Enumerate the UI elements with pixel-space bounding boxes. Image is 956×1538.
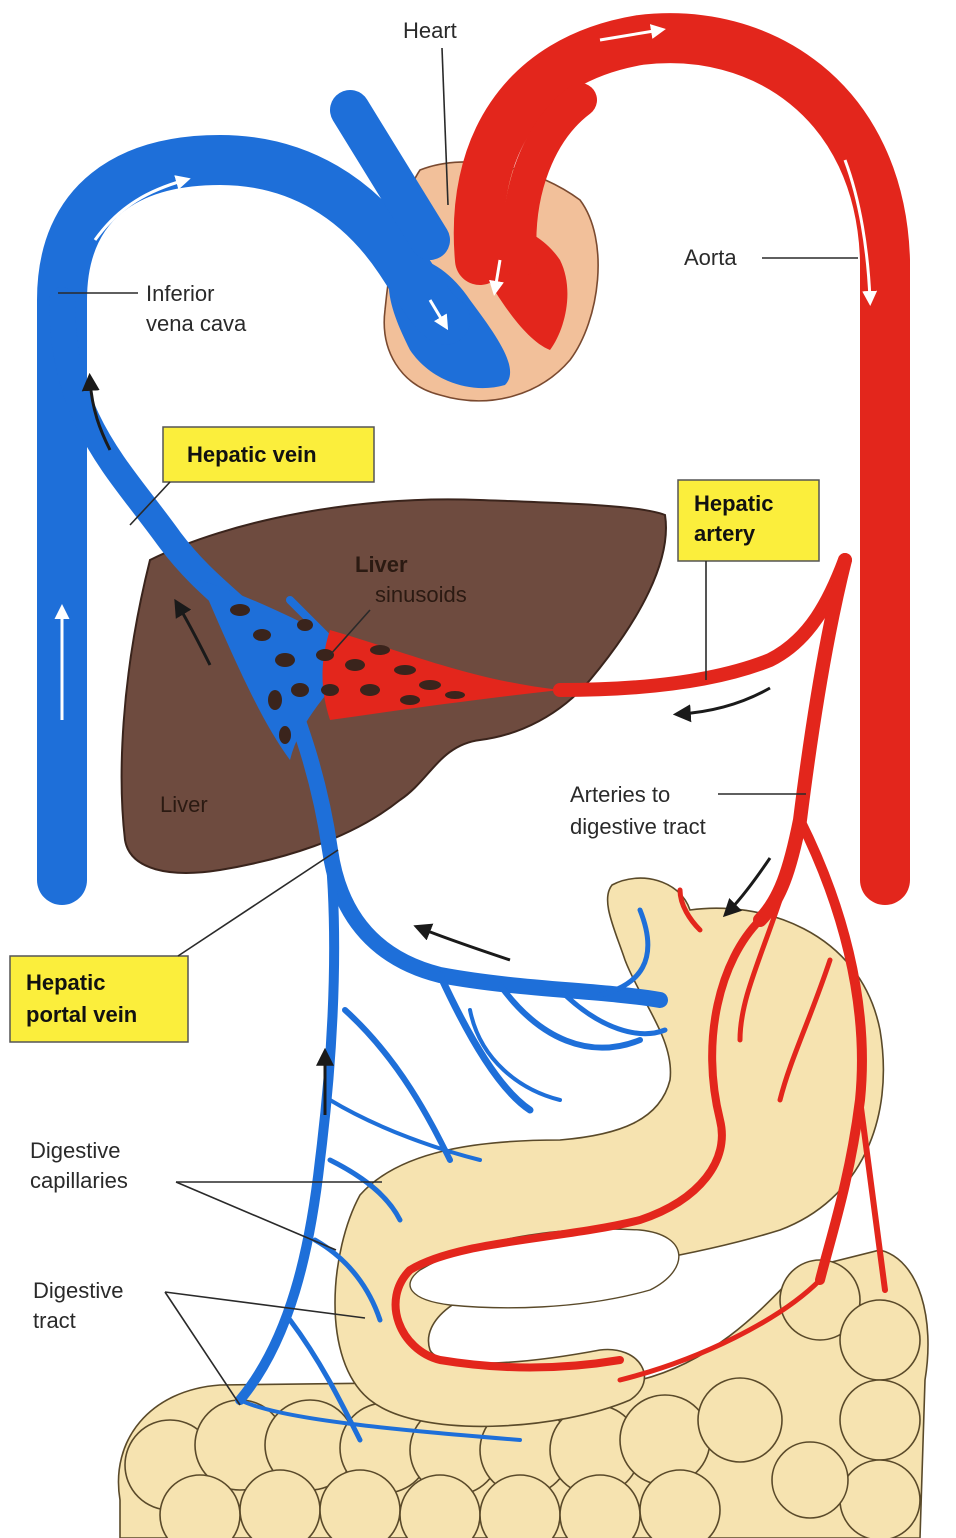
inferior-vena-cava-label-line2: vena cava (146, 311, 247, 336)
hepatic-portal-vein-label-line2: portal vein (26, 1002, 137, 1027)
aorta-label: Aorta (684, 245, 737, 270)
digestive-capillaries-label: Digestive capillaries (30, 1138, 128, 1193)
digestive-tract-label-line1: Digestive (33, 1278, 123, 1303)
liver-sinusoids-label-line2: sinusoids (375, 582, 467, 607)
hepatic-vein-label: Hepatic vein (187, 442, 317, 467)
inferior-vena-cava-label: Inferior vena cava (146, 281, 247, 336)
digestive-tract-label: Digestive tract (33, 1278, 130, 1333)
hepatic-artery-callout: Hepatic artery (678, 480, 819, 680)
digestive-tract-label-line2: tract (33, 1308, 76, 1333)
digestive-capillaries-label-line2: capillaries (30, 1168, 128, 1193)
digestive-capillaries-label-line1: Digestive (30, 1138, 120, 1163)
digestive-tract (118, 878, 928, 1538)
arteries-to-digestive-tract (760, 560, 845, 920)
inferior-vena-cava-label-line1: Inferior (146, 281, 214, 306)
arteries-to-digestive-tract-label: Arteries to digestive tract (570, 782, 706, 839)
arteries-label-line1: Arteries to (570, 782, 670, 807)
hepatic-artery-label-line1: Hepatic (694, 491, 773, 516)
hepatic-artery-label-line2: artery (694, 521, 756, 546)
liver-sinusoids-label-line1: Liver (355, 552, 408, 577)
heart-label: Heart (403, 18, 457, 43)
arteries-label-line2: digestive tract (570, 814, 706, 839)
liver-label: Liver (160, 792, 208, 817)
hepatic-portal-vein-label-line1: Hepatic (26, 970, 105, 995)
